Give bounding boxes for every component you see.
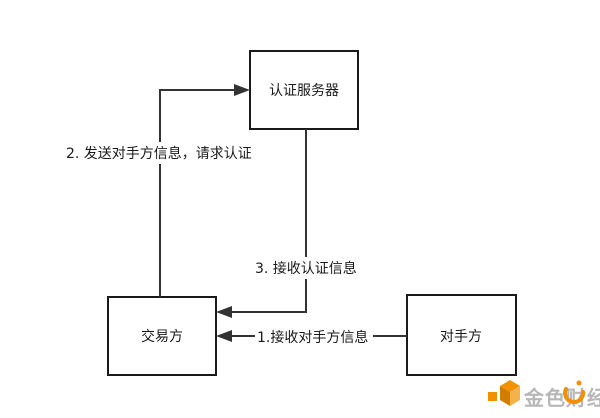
edge-step1: 1.接收对手方信息 xyxy=(216,326,407,348)
brand-cube-icon xyxy=(488,380,520,406)
brand-ring-icon xyxy=(563,380,586,404)
node-trader: 交易方 xyxy=(107,296,217,376)
watermark-brand-text: 金色财经 xyxy=(523,386,600,410)
edge-step1-label: 1.接收对手方信息 xyxy=(257,329,368,346)
edge-step2-label-bg xyxy=(64,142,264,164)
edge-step1-arrowhead xyxy=(216,330,232,342)
edge-step2-line xyxy=(159,89,236,297)
watermark-logo: 金色财经 xyxy=(488,380,600,410)
edge-step2: 2. 发送对手方信息，请求认证 xyxy=(64,84,264,297)
edge-step2-arrowhead xyxy=(234,84,250,96)
edge-step1-label-bg xyxy=(255,326,373,348)
edge-step2-label: 2. 发送对手方信息，请求认证 xyxy=(66,145,252,162)
edge-step3-line xyxy=(230,129,307,313)
node-trader-label: 交易方 xyxy=(141,328,183,345)
edge-step3-arrowhead xyxy=(216,306,232,318)
node-counterparty: 对手方 xyxy=(406,294,517,376)
edge-step3-label: 3. 接收认证信息 xyxy=(255,260,357,277)
node-auth-server: 认证服务器 xyxy=(249,50,359,130)
node-auth-server-label: 认证服务器 xyxy=(269,83,339,99)
edge-step3-label-bg xyxy=(252,257,362,279)
edge-step3: 3. 接收认证信息 xyxy=(216,129,362,318)
node-counterparty-label: 对手方 xyxy=(440,329,482,345)
